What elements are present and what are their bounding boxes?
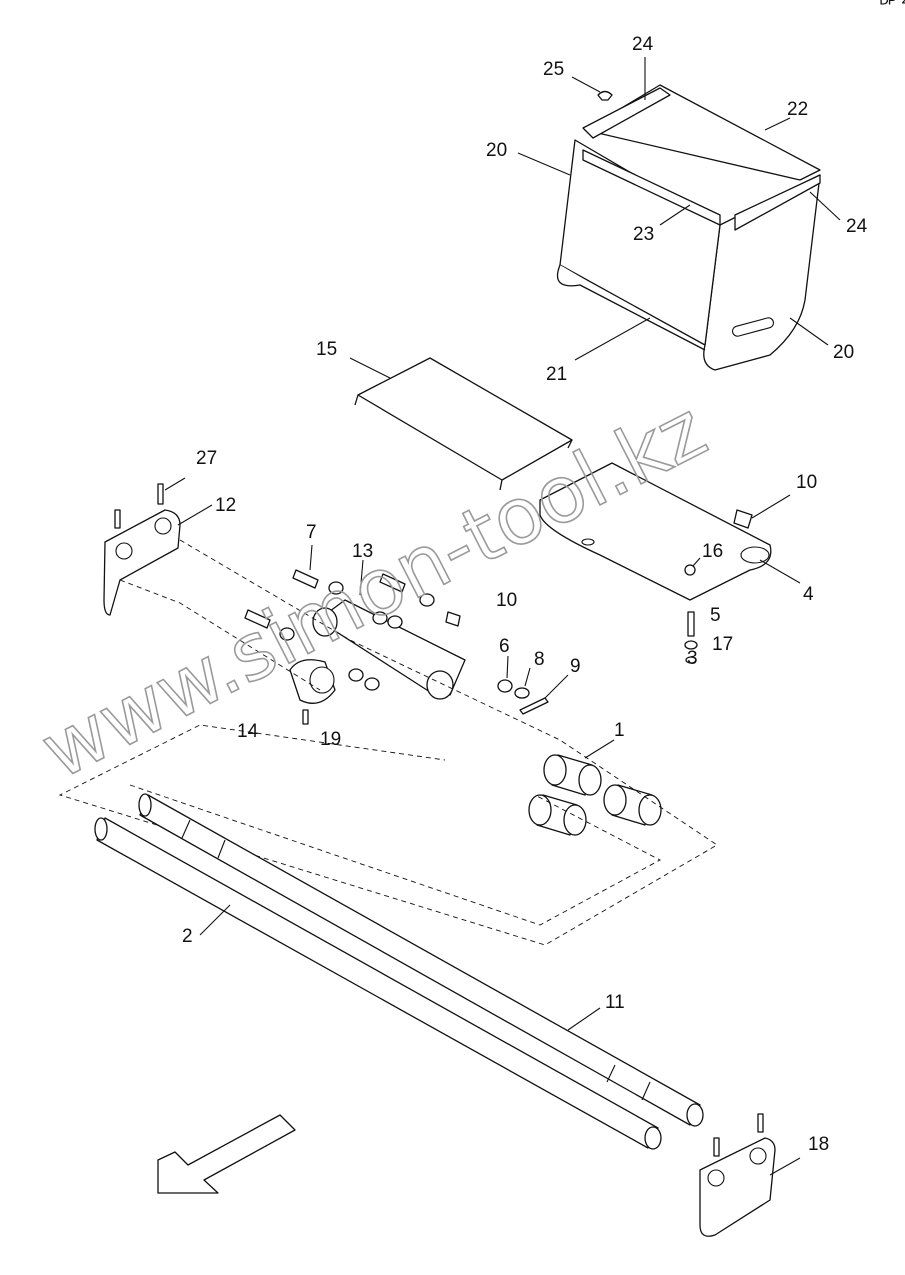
callout-3: 3 bbox=[687, 648, 698, 669]
callout-23: 23 bbox=[633, 224, 654, 245]
pins-and-nuts bbox=[244, 544, 435, 691]
callout-20-right: 20 bbox=[833, 342, 854, 363]
callout-2: 2 bbox=[182, 926, 193, 947]
cover-plate bbox=[349, 357, 573, 491]
left-bracket bbox=[103, 477, 213, 616]
tray bbox=[539, 462, 801, 601]
callout-16: 16 bbox=[702, 541, 723, 562]
hopper-box bbox=[517, 57, 841, 371]
callout-19: 19 bbox=[320, 729, 341, 750]
callout-27: 27 bbox=[196, 448, 217, 469]
callout-1: 1 bbox=[614, 720, 625, 741]
callout-7: 7 bbox=[306, 522, 317, 543]
callout-17: 17 bbox=[712, 634, 733, 655]
callout-24-right: 24 bbox=[846, 216, 868, 237]
callout-6: 6 bbox=[499, 636, 510, 657]
callout-10-right: 10 bbox=[796, 472, 817, 493]
right-bracket bbox=[699, 1113, 801, 1237]
stud-washer-nut bbox=[684, 611, 698, 664]
shafts bbox=[94, 793, 704, 1150]
callout-15: 15 bbox=[316, 339, 337, 360]
corner-mark: ᴰᴾ ²⁰⁰⁰ bbox=[880, 0, 905, 14]
bushings bbox=[528, 739, 662, 836]
callout-24-top: 24 bbox=[632, 34, 654, 55]
callout-9: 9 bbox=[570, 656, 581, 677]
callout-10-mid: 10 bbox=[496, 590, 517, 611]
callout-22: 22 bbox=[787, 99, 808, 120]
direction-arrow bbox=[157, 1114, 296, 1194]
callout-5: 5 bbox=[710, 605, 721, 626]
callout-8: 8 bbox=[534, 649, 545, 670]
callout-18: 18 bbox=[808, 1134, 829, 1155]
small-stud bbox=[302, 709, 309, 725]
callout-12: 12 bbox=[215, 495, 236, 516]
fasteners-middle bbox=[445, 611, 569, 715]
assembly-guides bbox=[58, 539, 718, 946]
callout-4: 4 bbox=[803, 584, 814, 605]
callout-20-left: 20 bbox=[486, 140, 507, 161]
callout-13: 13 bbox=[352, 541, 373, 562]
frame-housing bbox=[289, 559, 466, 704]
callout-25: 25 bbox=[543, 59, 564, 80]
callout-21: 21 bbox=[546, 364, 567, 385]
callout-11: 11 bbox=[605, 992, 625, 1013]
